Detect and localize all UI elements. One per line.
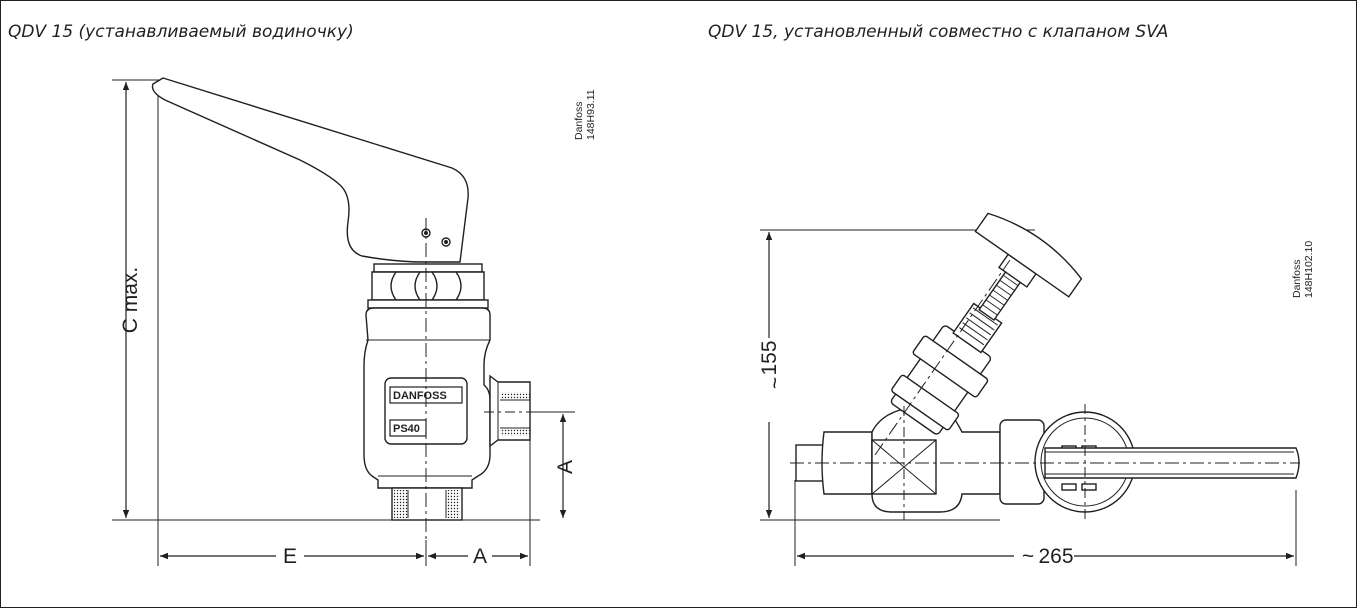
nameplate-brand: DANFOSS [393, 390, 447, 402]
dim-265-gap [1014, 546, 1074, 566]
left-ref-code: 148H93.11 [585, 89, 597, 140]
qdv-with-sva-drawing [760, 212, 1300, 566]
lever-handle [151, 77, 469, 263]
dim-a-horizontal-label: A [473, 545, 487, 568]
dim-c-label: C max. [119, 267, 142, 334]
right-ref-brand: Danfoss [1291, 259, 1303, 298]
dim-155-gap [756, 338, 782, 422]
dim-265-label: 265 [1038, 545, 1073, 568]
nameplate-rating: PS40 [393, 423, 420, 435]
qdv-standalone-drawing [112, 77, 575, 566]
right-ref-code: 148H102.10 [1303, 241, 1315, 298]
dim-e-label: E [283, 545, 297, 568]
dim-155-label: 155 [758, 340, 781, 375]
dim-155-tilde: ~ [764, 377, 787, 389]
dim-a-horizontal-gap [468, 546, 492, 566]
caption-right: QDV 15, установленный совместно с клапан… [708, 22, 1169, 42]
dim-a-vertical-label: A [554, 460, 577, 474]
dim-e-gap [276, 546, 304, 566]
left-ref-brand: Danfoss [573, 101, 585, 140]
caption-left: QDV 15 (устанавливаемый водиночку) [8, 22, 354, 42]
dim-265-tilde: ~ [1022, 545, 1034, 568]
